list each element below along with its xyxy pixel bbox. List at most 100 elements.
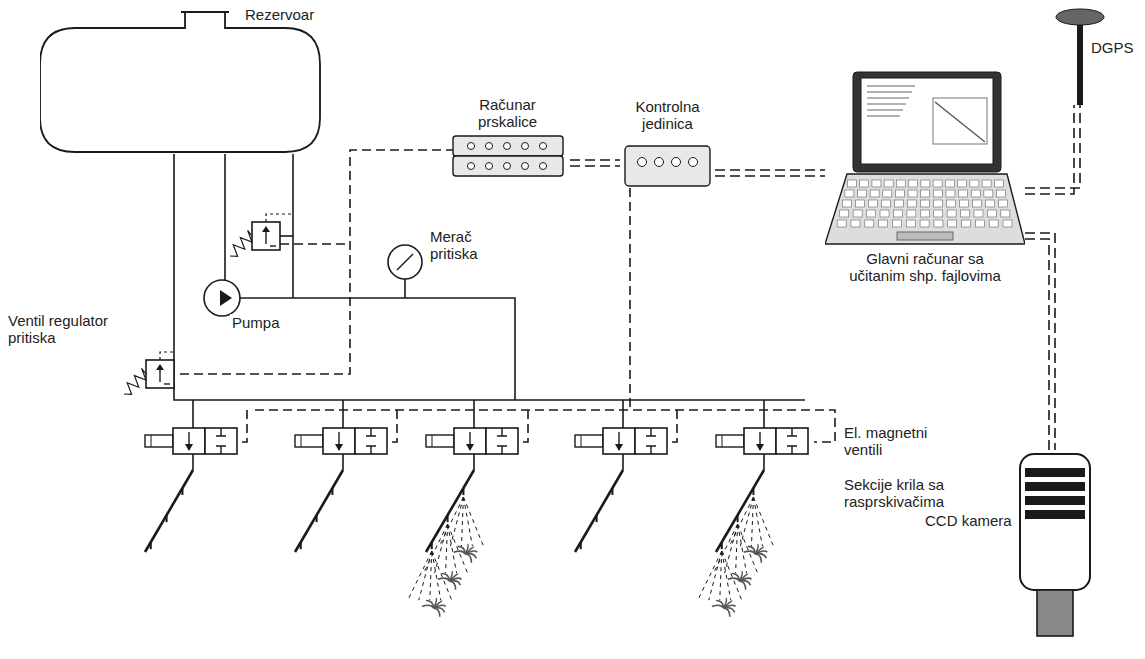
spray-jet	[738, 524, 758, 573]
pipe	[192, 400, 194, 428]
solenoid-valve	[145, 428, 237, 454]
spray-jet	[424, 524, 448, 573]
cable-line	[1025, 233, 1055, 450]
spray-jet	[461, 497, 463, 546]
spray-jet	[709, 551, 722, 600]
spray-jet	[435, 524, 448, 573]
spray-jet	[450, 497, 463, 546]
pipe	[752, 488, 754, 495]
valve-arrow	[156, 364, 164, 370]
spray-jet	[446, 524, 448, 573]
pipe	[164, 383, 170, 384]
pump-symbol	[204, 280, 240, 316]
spray-jet	[738, 524, 747, 573]
signal-wire	[280, 243, 350, 245]
signal-wire	[629, 188, 631, 410]
signal-wire	[237, 410, 247, 442]
part-label: El. magnetni ventili	[842, 424, 961, 459]
cable-line	[715, 175, 825, 177]
signal-wire	[518, 410, 528, 442]
pipe	[397, 254, 413, 270]
relief-valve	[146, 360, 174, 388]
signal-wire	[174, 150, 455, 374]
pipe	[763, 454, 765, 470]
pipe	[473, 400, 475, 428]
spray-jet	[740, 497, 753, 546]
cable-line	[715, 169, 825, 171]
pipe	[230, 230, 252, 256]
pipe	[721, 542, 723, 549]
plant	[744, 544, 768, 563]
pipe	[166, 515, 168, 522]
pipe	[473, 454, 475, 470]
pipe	[611, 488, 613, 495]
pipe	[462, 488, 464, 495]
spray-jet	[725, 524, 738, 573]
pump-arrow	[220, 290, 232, 306]
device-node: Kontrolna jedinica	[620, 98, 715, 188]
cable-line	[1025, 105, 1080, 188]
signal-wire	[667, 410, 677, 442]
spray-jet	[753, 497, 773, 546]
pipe	[331, 488, 333, 495]
pipe	[270, 245, 276, 246]
spray-jet	[736, 524, 738, 573]
spray-jet	[722, 551, 742, 600]
pipe	[622, 400, 624, 428]
plant	[728, 571, 752, 590]
solenoid-valve	[575, 428, 667, 454]
device-node: Računar prskalice	[445, 96, 570, 178]
pipe	[404, 279, 406, 298]
cable-line	[570, 159, 620, 161]
solenoid-valve	[295, 428, 387, 454]
part-label: Ventil regulator pritiska	[6, 312, 140, 347]
data-cable	[1025, 105, 1080, 194]
pipe	[342, 454, 344, 470]
pipe	[295, 470, 343, 552]
pipe	[447, 515, 449, 522]
pipe	[622, 454, 624, 470]
valve-arrow	[262, 226, 270, 232]
device-node: DGPS	[1055, 5, 1140, 105]
pipe	[224, 154, 226, 280]
cable-line	[1025, 239, 1049, 450]
pipe	[431, 542, 433, 549]
spray-jet	[720, 551, 722, 600]
pipe	[342, 400, 344, 428]
spray-jet	[408, 551, 432, 600]
spray-jet	[463, 497, 472, 546]
spray-jet	[448, 524, 457, 573]
spray-jet	[722, 551, 731, 600]
spray-jet	[430, 551, 432, 600]
spray-jet	[432, 551, 441, 600]
cable-line	[570, 165, 620, 167]
pipe	[192, 454, 194, 470]
relief-valve	[252, 222, 280, 250]
node-label: Kontrolna jedinica	[623, 98, 713, 133]
pipe	[300, 542, 302, 549]
pilot-line	[160, 352, 174, 360]
solenoid-valve	[716, 428, 808, 454]
pipe	[580, 542, 582, 549]
pipe	[737, 515, 739, 522]
data-cable	[570, 160, 620, 166]
part-label: Merač pritiska	[428, 228, 502, 263]
spray-jet	[439, 497, 463, 546]
pipe	[280, 235, 293, 237]
tank-outline	[40, 6, 335, 154]
pipe	[292, 154, 294, 298]
pipe	[316, 515, 318, 522]
pipe	[124, 368, 146, 394]
part-label: Pumpa	[230, 314, 294, 331]
node-label: Rezervoar	[245, 6, 335, 23]
pipe	[150, 542, 152, 549]
pressure-gauge	[388, 245, 422, 279]
pipe	[145, 470, 193, 552]
data-cable	[1025, 233, 1055, 450]
node-label: Glavni računar sa učitanim shp. fajlovim…	[838, 250, 1013, 285]
signal-wire	[387, 410, 397, 442]
pipe	[426, 470, 474, 552]
spray-jet	[463, 497, 483, 546]
pilot-line	[266, 214, 293, 222]
